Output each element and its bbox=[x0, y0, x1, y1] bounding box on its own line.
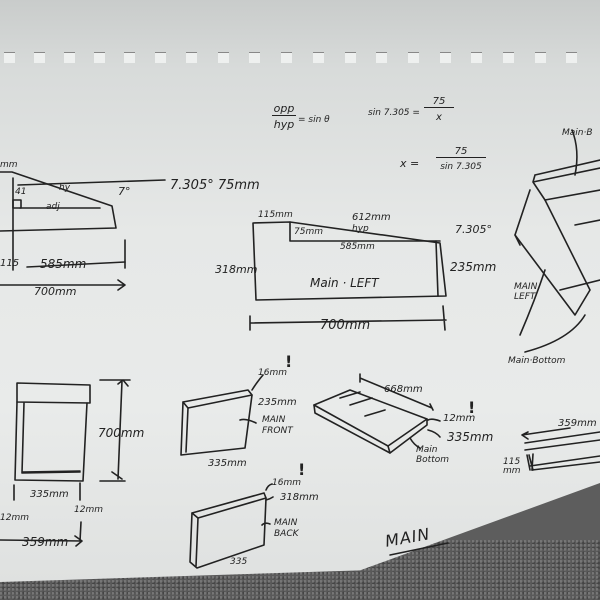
left-profile-small-dim: 115 bbox=[0, 258, 20, 269]
main-bottom-drawing bbox=[313, 373, 441, 454]
main-bottom-length: 668mm bbox=[384, 384, 423, 395]
notebook-paper bbox=[0, 0, 600, 582]
main-left-hyp-dim: 612mm bbox=[352, 212, 391, 223]
perforation-hole bbox=[313, 52, 324, 63]
main-front-height: 235mm bbox=[258, 397, 297, 408]
main-front-thickness: 16mm bbox=[258, 368, 287, 378]
side-strip-height: 115 mm bbox=[503, 457, 521, 476]
side-strip-length: 359mm bbox=[558, 418, 597, 429]
main-left-rise-dim: 75mm bbox=[294, 227, 323, 237]
perforation-hole bbox=[345, 52, 356, 63]
formula2-numerator: 75 bbox=[424, 96, 454, 108]
perforation-hole bbox=[566, 52, 577, 63]
formula3-numerator: 75 bbox=[436, 146, 486, 158]
left-profile-height: 41 bbox=[15, 187, 27, 197]
perforation-hole bbox=[376, 52, 387, 63]
perforation-hole bbox=[155, 52, 166, 63]
iso-label-left: MAIN LEFT bbox=[514, 282, 538, 302]
main-left-title: Main · LEFT bbox=[310, 276, 379, 290]
front-view-thickness-right: 12mm bbox=[74, 505, 103, 515]
main-front-width: 335mm bbox=[208, 458, 247, 469]
perforation-hole bbox=[186, 52, 197, 63]
formula1-numerator: opp bbox=[272, 102, 296, 116]
left-profile-hyp: hy bbox=[59, 183, 71, 193]
main-left-right-height: 235mm bbox=[450, 260, 497, 274]
left-profile-callout: 7.305° 75mm bbox=[170, 178, 260, 193]
perforation-hole bbox=[281, 52, 292, 63]
perforation-hole bbox=[124, 52, 135, 63]
main-left-top-dim: 115mm bbox=[258, 210, 293, 220]
main-front-exclamation: ! bbox=[285, 352, 293, 371]
main-left-inner-dim: 585mm bbox=[340, 242, 375, 252]
perforation-hole bbox=[408, 52, 419, 63]
main-left-left-height: 318mm bbox=[215, 263, 258, 276]
main-back-drawing bbox=[189, 483, 274, 569]
title-underline bbox=[389, 542, 449, 556]
perforation-hole bbox=[503, 52, 514, 63]
main-back-height: 318mm bbox=[280, 492, 319, 503]
perforation-hole bbox=[94, 52, 105, 63]
formula1-rhs: = sin θ bbox=[298, 115, 330, 125]
left-profile-total-dim: 700mm bbox=[34, 285, 77, 298]
main-front-drawing bbox=[180, 374, 264, 456]
iso-label-back: Main·B bbox=[562, 128, 593, 138]
perforation-row bbox=[0, 52, 600, 66]
main-bottom-thickness: 12mm bbox=[443, 413, 476, 424]
front-view-outer-width: 359mm bbox=[22, 535, 69, 549]
perforation-hole bbox=[535, 52, 546, 63]
main-back-thickness: 16mm bbox=[272, 478, 301, 488]
perforation-hole bbox=[64, 52, 75, 63]
main-left-width: 700mm bbox=[320, 318, 371, 333]
front-view-inner-width: 335mm bbox=[30, 489, 69, 500]
perforation-hole bbox=[249, 52, 260, 63]
main-left-hyp-label: hyp bbox=[352, 224, 369, 234]
side-strip-drawing bbox=[521, 427, 600, 471]
iso-view-drawing bbox=[514, 129, 600, 353]
perforation-hole bbox=[218, 52, 229, 63]
left-profile-angle: 7° bbox=[118, 185, 131, 198]
front-view-height: 700mm bbox=[98, 426, 145, 440]
left-profile-adj: adj bbox=[46, 202, 60, 212]
main-left-angle: 7.305° bbox=[455, 223, 492, 236]
formula3-lhs: x = bbox=[400, 157, 420, 170]
perforation-hole bbox=[471, 52, 482, 63]
left-profile-bottom-dim: 585mm bbox=[40, 257, 87, 271]
main-back-width: 335 bbox=[230, 557, 248, 567]
perforation-hole bbox=[440, 52, 451, 63]
main-front-label: MAIN FRONT bbox=[262, 415, 293, 436]
left-profile-drawing bbox=[0, 171, 166, 291]
formula2-lhs: sin 7.305 = bbox=[368, 108, 420, 118]
main-back-label: MAIN BACK bbox=[274, 518, 299, 539]
formula2-denominator: x bbox=[436, 112, 442, 123]
perforation-hole bbox=[4, 52, 15, 63]
formula1-denominator: hyp bbox=[273, 118, 295, 131]
main-bottom-exclamation: ! bbox=[468, 398, 476, 417]
front-view-thickness-left: 12mm bbox=[0, 513, 29, 523]
left-profile-top-label: mm bbox=[0, 160, 18, 170]
main-bottom-label: Main Bottom bbox=[416, 445, 450, 465]
main-left-drawing bbox=[249, 221, 447, 331]
formula3-denominator: sin 7.305 bbox=[440, 162, 482, 172]
main-bottom-width: 335mm bbox=[447, 430, 494, 444]
perforation-hole bbox=[34, 52, 45, 63]
main-back-exclamation: ! bbox=[298, 460, 306, 479]
front-view-drawing bbox=[0, 379, 131, 547]
iso-label-bottom: Main·Bottom bbox=[508, 356, 566, 366]
